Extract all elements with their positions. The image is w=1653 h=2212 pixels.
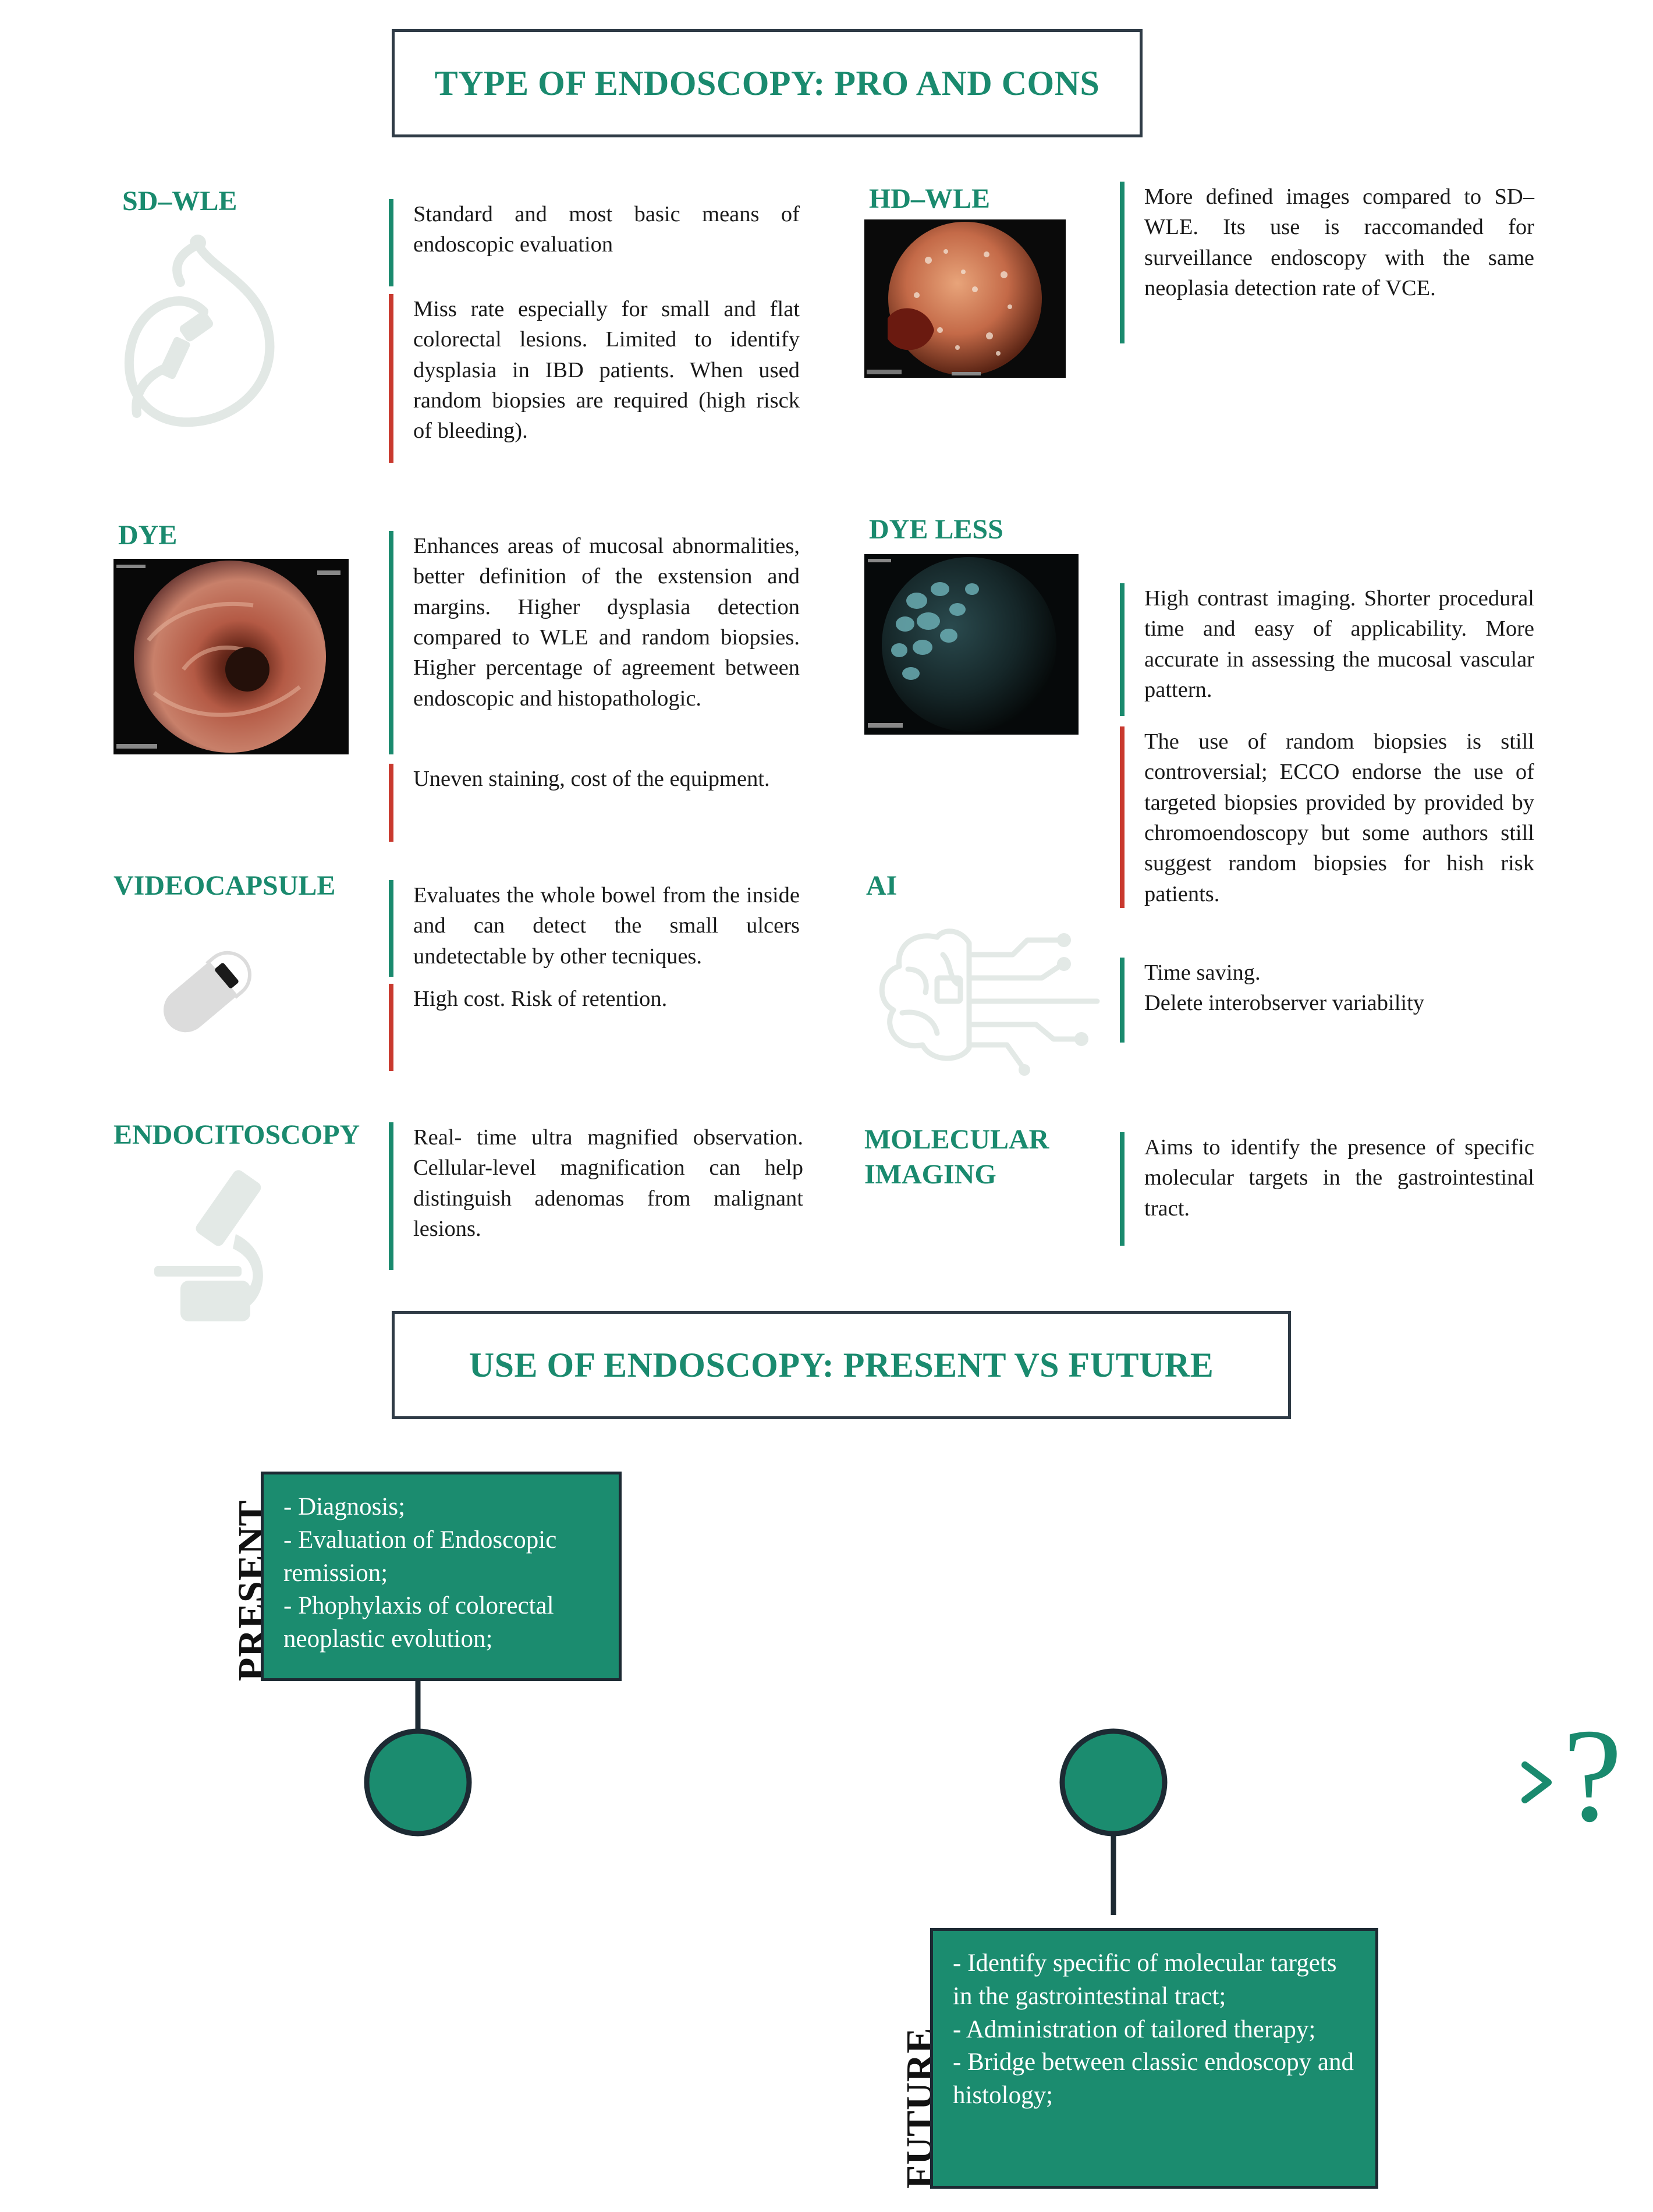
label-endocitoscopy: ENDOCITOSCOPY [113,1119,360,1150]
label-videocapsule: VIDEOCAPSULE [113,870,336,901]
title-use-of-endoscopy: USE OF ENDOSCOPY: PRESENT VS FUTURE [392,1311,1291,1419]
endocitoscopy-pro: Real- time ultra magnified observa­tion.… [389,1122,803,1270]
label-dye: DYE [118,520,178,551]
ai-pro-line-1: Time saving. [1144,960,1261,985]
molecular-label-line-2: IMAGING [864,1159,996,1190]
timeline [0,1676,1552,1915]
brain-circuit-icon [879,928,1100,1076]
future-item: - Bridge between classic endo­scopy and … [953,2048,1354,2109]
question-mark: ? [1563,1701,1623,1849]
timeline-node-present [364,1728,472,1837]
ai-pro: Time saving. Delete interobserver variab… [1120,958,1534,1043]
title-type-of-endoscopy: TYPE OF ENDOSCOPY: PRO AND CONS [392,29,1143,137]
hd-wle-endoscopy-image [864,219,1066,378]
sd-wle-pro: Standard and most basic means of endosco… [389,199,800,286]
timeline-node-future [1059,1728,1168,1837]
present-box: - Diagnosis; - Evaluation of Endoscopic … [261,1472,622,1681]
molecular-imaging-pro: Aims to identify the presence of specifi… [1120,1132,1534,1246]
endoscope-icon [124,235,275,427]
future-item: - Administration of tailored therapy; [953,2015,1316,2043]
label-hd-wle: HD–WLE [869,183,991,214]
label-sd-wle: SD–WLE [122,186,237,217]
hd-wle-pro: More defined images compared to SD–WLE. … [1120,182,1534,343]
dye-less-con: The use of random biopsies is still cont… [1120,726,1534,908]
label-molecular-imaging: MOLECULAR IMAGING [864,1122,1049,1192]
title-use-text: USE OF ENDOSCOPY: PRESENT VS FUTURE [469,1345,1214,1384]
dye-con: Uneven staining, cost of the equipment. [389,764,800,842]
microscope-icon [154,1170,263,1321]
molecular-label-line-1: MOLECULAR [864,1124,1049,1155]
label-dye-less: DYE LESS [869,514,1003,545]
capsule-icon [163,951,251,1033]
label-ai: AI [866,870,898,901]
future-item: - Identify specific of molecular targets… [953,1949,1337,2010]
present-item: - Diagnosis; [283,1493,406,1520]
videocapsule-con: High cost. Risk of retention. [389,984,800,1071]
videocapsule-pro: Evaluates the whole bowel from the insid… [389,880,800,977]
future-box: - Identify specific of molecular targets… [930,1928,1378,2189]
dye-pro: Enhances areas of mucosal abnormalities,… [389,531,800,754]
title-type-text: TYPE OF ENDOSCOPY: PRO AND CONS [434,63,1100,102]
dye-endoscopy-image [113,559,349,754]
dye-less-pro: High contrast imaging. Shorter proce­dur… [1120,583,1534,716]
present-item: - Evaluation of Endoscopic remission; [283,1526,557,1587]
present-item: - Phophylaxis of colorectal neoplastic e… [283,1592,554,1653]
dye-less-endoscopy-image [864,554,1079,735]
sd-wle-con: Miss rate especially for small and flat … [389,294,800,463]
ai-pro-line-2: Delete interobserver variability [1144,991,1425,1016]
